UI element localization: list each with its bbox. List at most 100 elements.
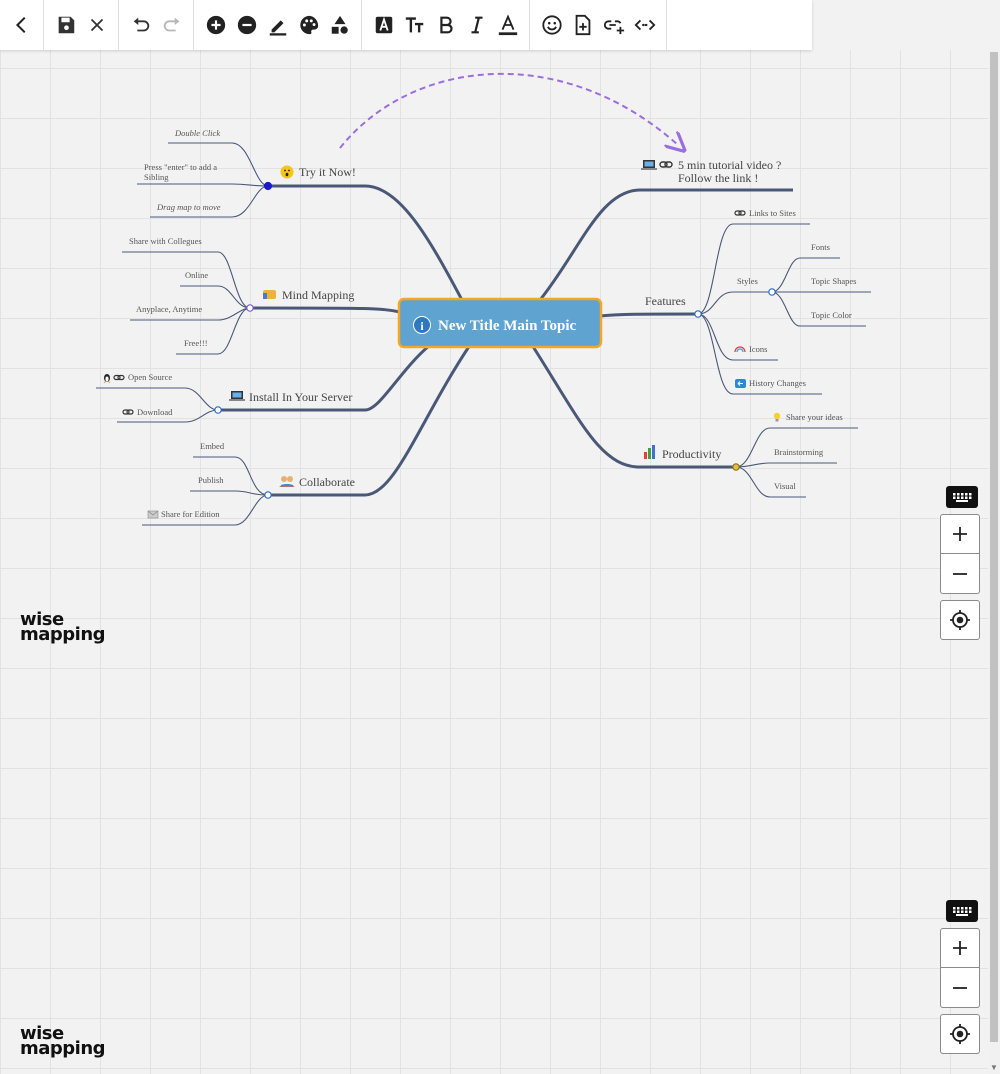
scroll-down-arrow-icon[interactable]: ▼ xyxy=(990,1063,998,1072)
branch-connectors[interactable] xyxy=(214,181,776,499)
toolbar-group-navigation xyxy=(0,0,44,50)
embed-icon xyxy=(634,19,655,31)
subtopic-brainstorming[interactable]: Brainstorming xyxy=(774,447,824,457)
logo-line2: mapping xyxy=(20,1038,106,1059)
logo-line2: mapping xyxy=(20,624,106,645)
save-icon xyxy=(58,16,74,34)
subtopic-fonts[interactable]: Fonts xyxy=(811,242,830,252)
save-button[interactable] xyxy=(50,0,81,50)
topic-install-label: Install In Your Server xyxy=(249,390,352,404)
center-map-button[interactable] xyxy=(940,1014,980,1054)
font-size-button[interactable] xyxy=(399,0,430,50)
zoom-out-button[interactable] xyxy=(940,968,980,1008)
surprised-face-icon xyxy=(280,165,294,179)
subtopic-double-click[interactable]: Double Click xyxy=(174,128,220,138)
font-color-box-button[interactable] xyxy=(368,0,399,50)
subtopic-embed[interactable]: Embed xyxy=(200,441,225,451)
subtopic-share-collegues[interactable]: Share with Collegues xyxy=(129,236,202,246)
toolbar-group-file xyxy=(44,0,119,50)
delete-topic-button[interactable] xyxy=(231,0,262,50)
relationship-arrow[interactable] xyxy=(339,72,678,148)
embed-button[interactable] xyxy=(629,0,660,50)
logo-line1: wise xyxy=(20,1023,64,1044)
topic-mind-mapping[interactable]: Mind Mapping xyxy=(263,288,354,302)
add-topic-button[interactable] xyxy=(200,0,231,50)
topic-tutorial[interactable]: 5 min tutorial video ? Follow the link ! xyxy=(641,158,781,185)
note-button[interactable] xyxy=(567,0,598,50)
subtopic-topic-shapes[interactable]: Topic Shapes xyxy=(811,276,856,286)
text-color-button[interactable] xyxy=(492,0,523,50)
add-topic-icon xyxy=(206,15,225,35)
locate-icon xyxy=(950,610,970,630)
emoji-icon xyxy=(541,15,562,35)
toolbar-group-text xyxy=(362,0,530,50)
bold-icon xyxy=(439,16,453,34)
keyboard-icon xyxy=(950,490,974,504)
topic-install[interactable]: Install In Your Server xyxy=(229,390,352,404)
info-icon xyxy=(413,316,431,334)
color-fill-button[interactable] xyxy=(293,0,324,50)
subtopic-publish[interactable]: Publish xyxy=(198,475,224,485)
zoom-out-button[interactable] xyxy=(940,554,980,594)
link-icon xyxy=(734,210,746,216)
subtopic-links-sites[interactable]: Links to Sites xyxy=(749,208,796,218)
keyboard-shortcuts-button[interactable] xyxy=(946,486,978,508)
border-style-button[interactable] xyxy=(262,0,293,50)
note-icon xyxy=(575,14,590,36)
subtopic-online[interactable]: Online xyxy=(185,270,208,280)
subtopic-free[interactable]: Free!!! xyxy=(184,338,208,348)
vertical-scrollbar[interactable]: ▼ xyxy=(988,50,1000,1074)
subtopic-open-source[interactable]: Open Source xyxy=(128,372,172,382)
zoom-in-button[interactable] xyxy=(940,514,980,554)
undo-button[interactable] xyxy=(125,0,156,50)
penguin-icon xyxy=(103,374,111,384)
topic-collaborate[interactable]: Collaborate xyxy=(279,475,355,489)
border-style-icon xyxy=(269,20,286,36)
central-topic[interactable]: i New Title Main Topic xyxy=(397,297,603,349)
mindmap-svg[interactable]: i New Title Main Topic Try it Now! Mind … xyxy=(0,50,988,1074)
center-map-button[interactable] xyxy=(940,600,980,640)
topic-try[interactable]: Try it Now! xyxy=(280,165,356,179)
subtopic-visual[interactable]: Visual xyxy=(774,481,796,491)
plus-icon xyxy=(953,527,967,541)
link-button[interactable] xyxy=(598,0,629,50)
topic-tutorial-line1: 5 min tutorial video ? xyxy=(678,158,781,172)
sub-branches xyxy=(96,142,871,526)
central-topic-label: New Title Main Topic xyxy=(438,318,577,334)
discard-button[interactable] xyxy=(81,0,112,50)
emoji-button[interactable] xyxy=(536,0,567,50)
subtopic-anyplace[interactable]: Anyplace, Anytime xyxy=(136,304,202,314)
subtopic-share-ideas[interactable]: Share your ideas xyxy=(786,412,843,422)
topic-features[interactable]: Features xyxy=(645,294,686,308)
zoom-controls-top xyxy=(940,486,980,640)
scrollbar-thumb[interactable] xyxy=(990,52,998,1042)
subtopic-history[interactable]: History Changes xyxy=(749,378,806,388)
subtopic-download[interactable]: Download xyxy=(137,407,173,417)
topic-productivity-label: Productivity xyxy=(662,447,721,461)
mindmap-canvas[interactable]: i New Title Main Topic Try it Now! Mind … xyxy=(0,50,988,1074)
subtopic-sibling[interactable]: Sibling xyxy=(144,172,169,182)
zoom-controls-bottom xyxy=(940,900,980,1054)
link-icon xyxy=(122,409,134,415)
subtopic-drag-map[interactable]: Drag map to move xyxy=(156,202,221,212)
subtopic-press-enter[interactable]: Press "enter" to add a xyxy=(144,162,217,172)
shape-button[interactable] xyxy=(324,0,355,50)
subtopic-topic-color[interactable]: Topic Color xyxy=(811,310,852,320)
back-button[interactable] xyxy=(6,0,37,50)
italic-button[interactable] xyxy=(461,0,492,50)
keyboard-shortcuts-button[interactable] xyxy=(946,900,978,922)
shape-icon xyxy=(331,15,348,34)
bold-button[interactable] xyxy=(430,0,461,50)
text-color-icon xyxy=(498,14,517,36)
plus-icon xyxy=(953,941,967,955)
envelope-icon xyxy=(147,510,159,519)
subtopic-share-edition[interactable]: Share for Edition xyxy=(161,509,220,519)
topic-productivity[interactable]: Productivity xyxy=(644,445,721,461)
color-fill-icon xyxy=(299,15,318,35)
redo-button[interactable] xyxy=(156,0,187,50)
subtopic-styles[interactable]: Styles xyxy=(737,276,758,286)
subtopic-icons[interactable]: Icons xyxy=(749,344,767,354)
font-color-box-icon xyxy=(375,16,392,34)
topic-features-label: Features xyxy=(645,294,686,308)
zoom-in-button[interactable] xyxy=(940,928,980,968)
